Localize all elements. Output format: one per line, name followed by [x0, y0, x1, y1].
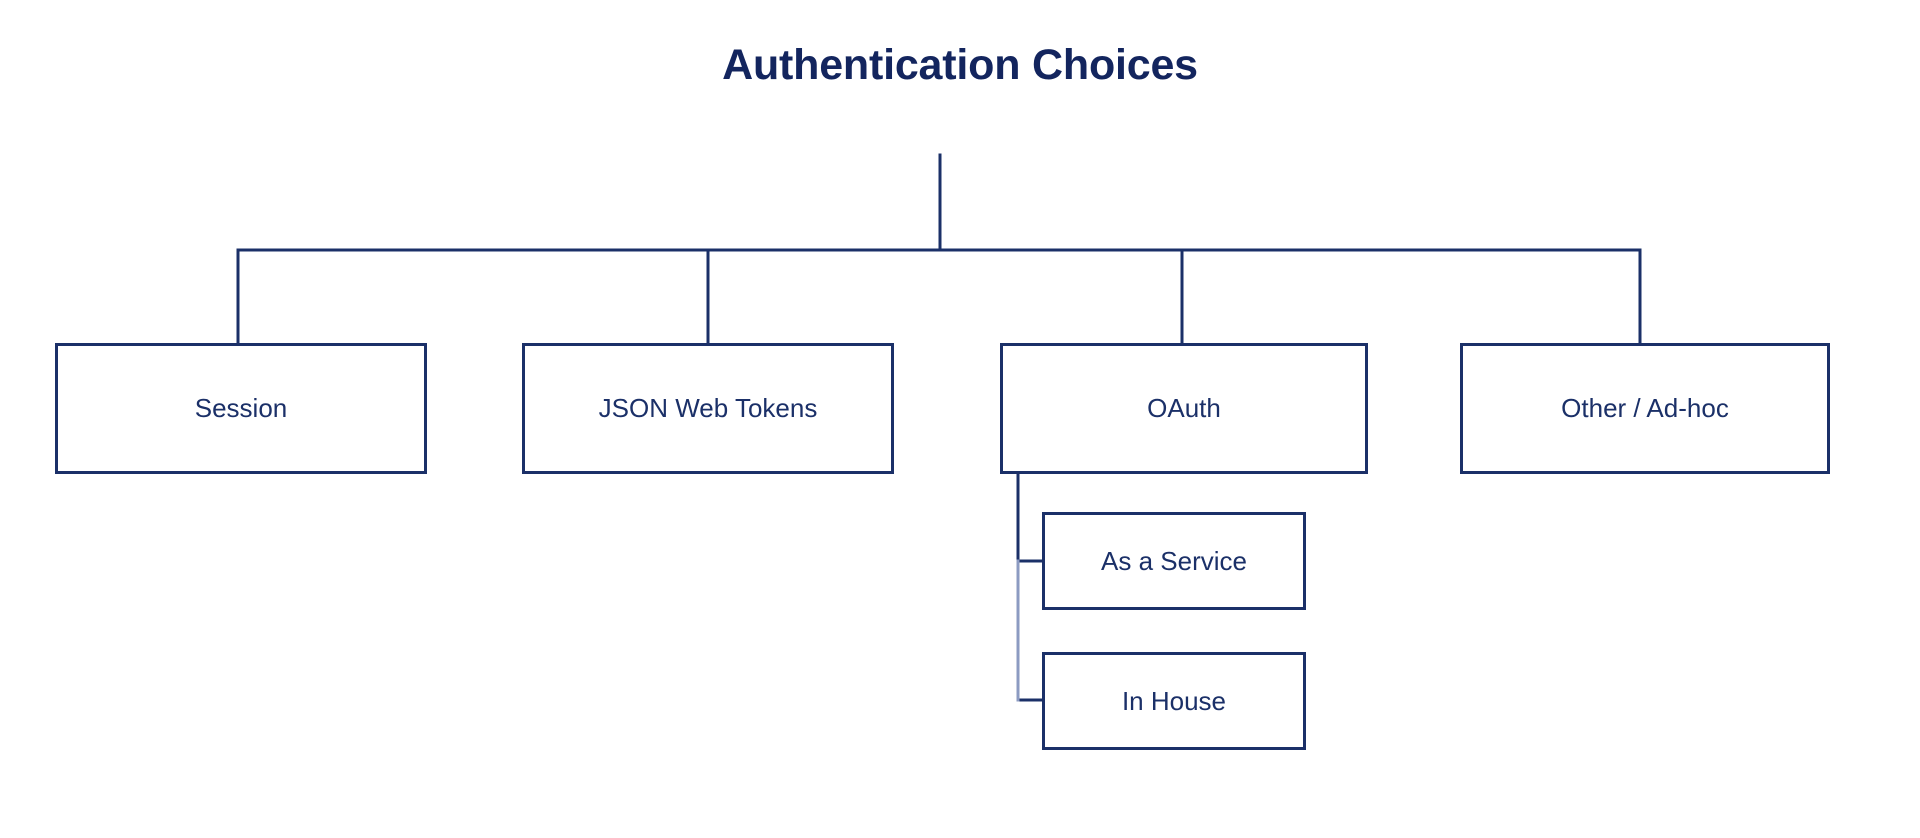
node-label: Session [194, 393, 288, 423]
node-label: As a Service [1101, 545, 1247, 576]
node-label: JSON Web Tokens [598, 393, 818, 423]
node-in-house[interactable]: In House [1042, 652, 1306, 750]
node-as-a-service[interactable]: As a Service [1042, 512, 1306, 610]
node-label: Other / Ad-hoc [1561, 393, 1729, 423]
diagram-title: Authentication Choices [722, 41, 1198, 89]
node-session[interactable]: Session [55, 343, 427, 474]
node-json-web-tokens[interactable]: JSON Web Tokens [522, 343, 894, 474]
node-label: OAuth [1147, 393, 1221, 423]
node-label: In House [1121, 685, 1227, 716]
node-other-ad-hoc[interactable]: Other / Ad-hoc [1460, 343, 1830, 474]
node-oauth[interactable]: OAuth [1000, 343, 1368, 474]
